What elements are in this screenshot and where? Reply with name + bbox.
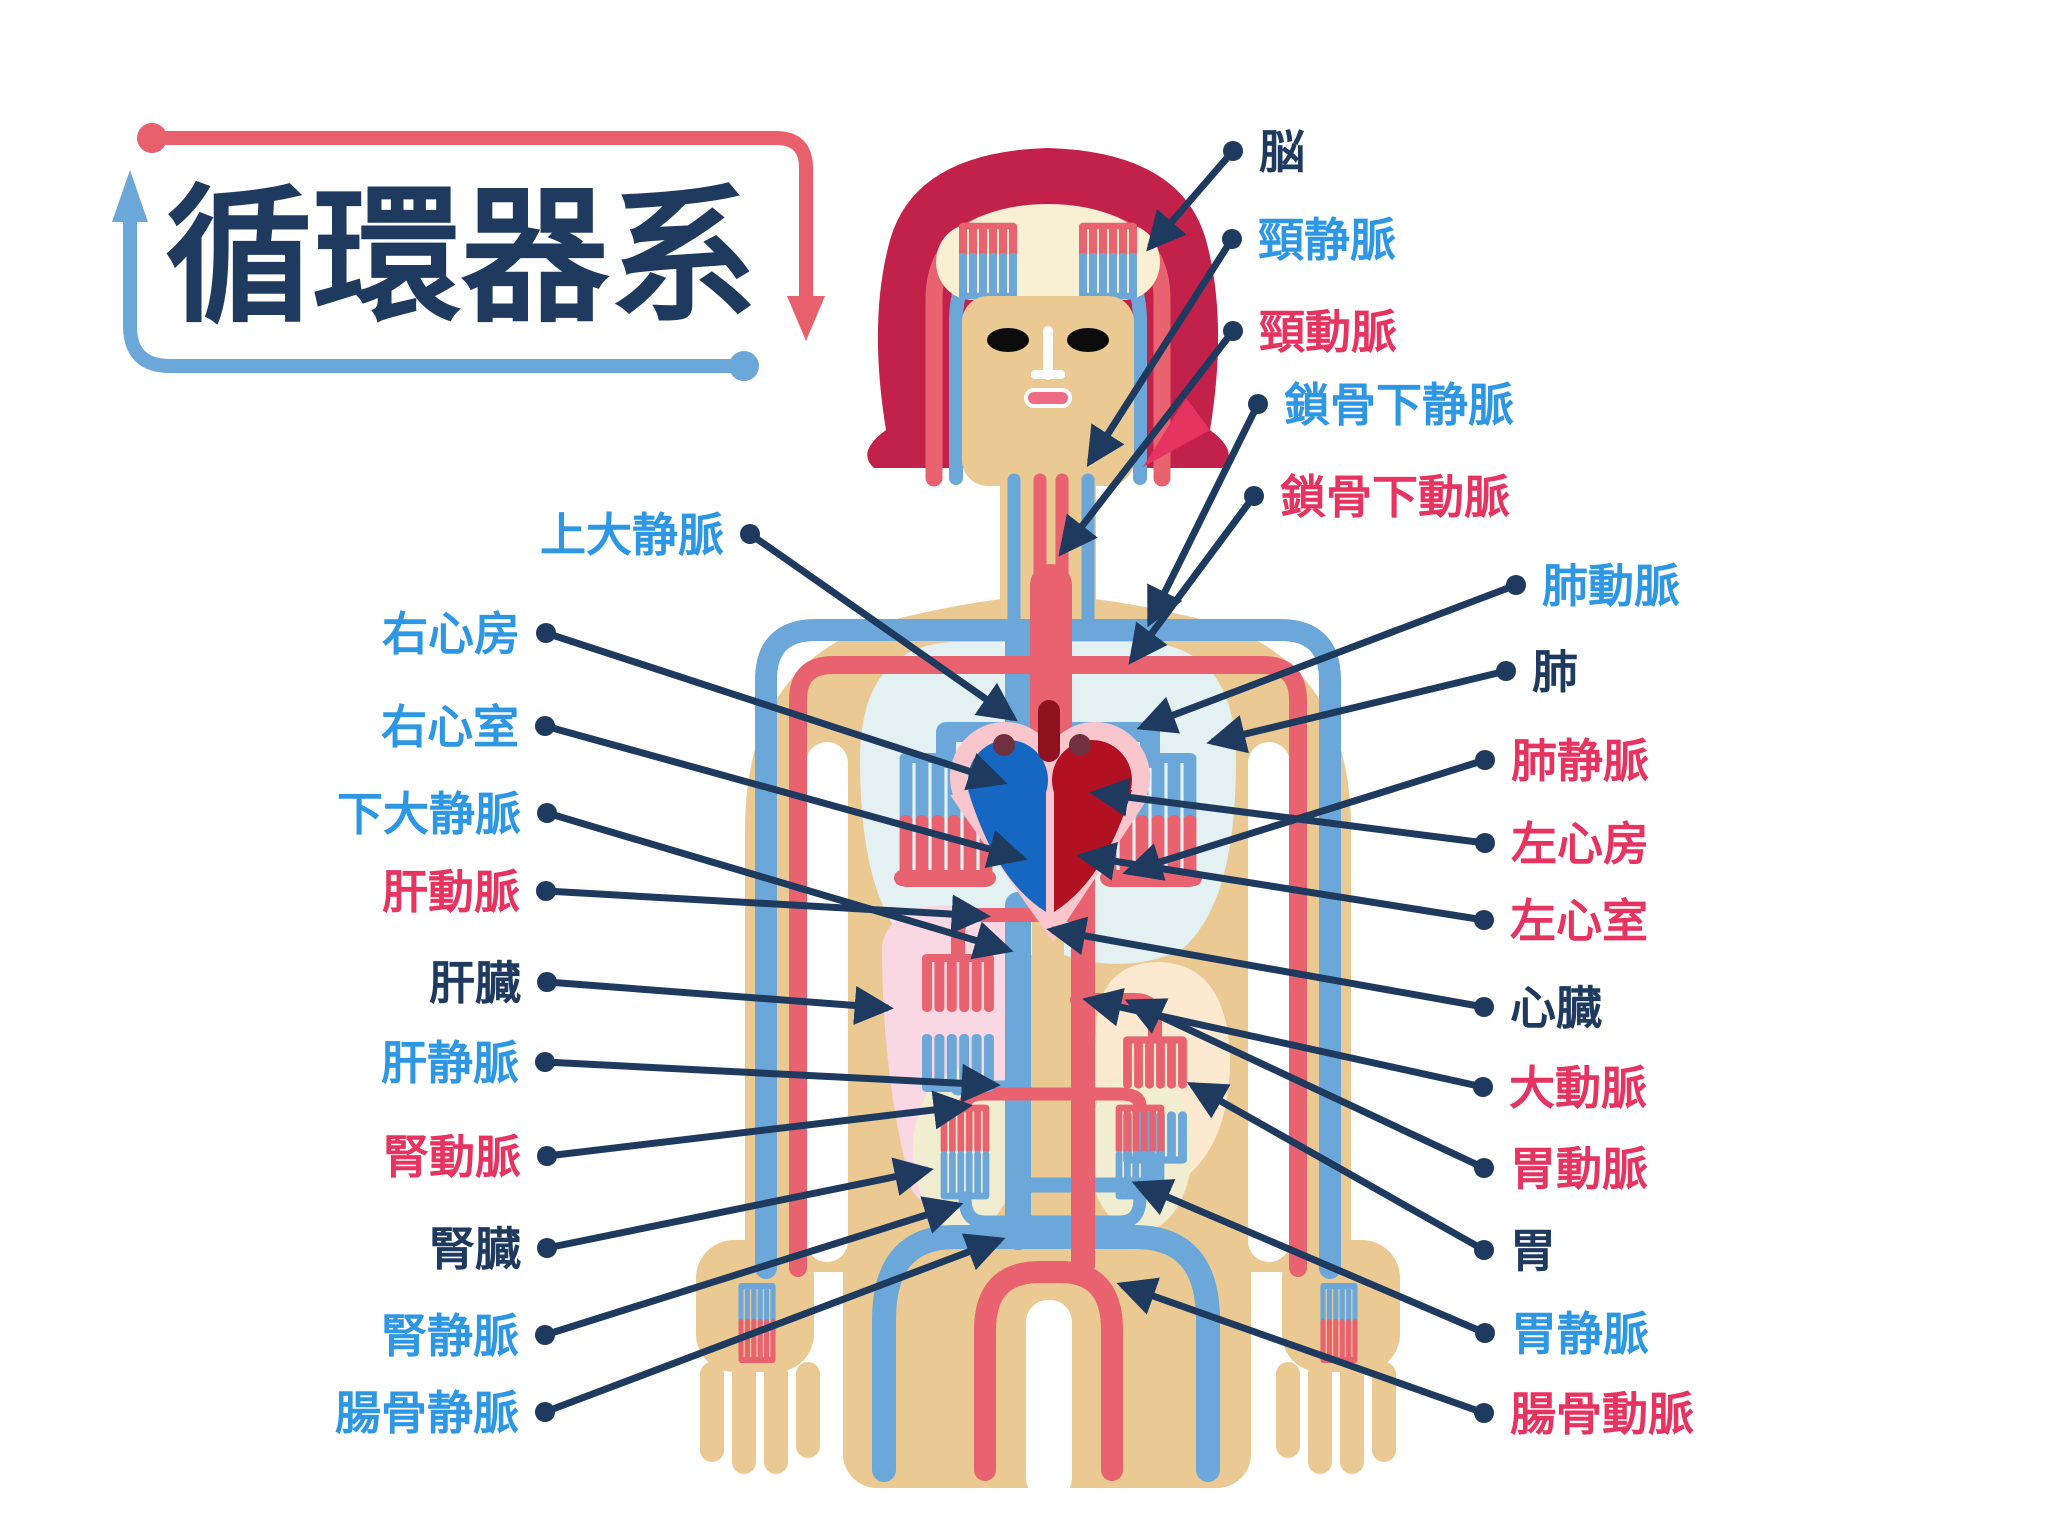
label-kidney: 腎臓 <box>429 1222 521 1276</box>
labels-left: 上大静脈 右心房 右心室 下大静脈 肝動脈 肝臓 肝静脈 腎動脈 腎臓 腎静脈 … <box>335 508 724 1440</box>
page-title: 循環器系 <box>165 171 757 343</box>
leader-subclavian-artery <box>1128 486 1264 665</box>
label-pulmonary-artery: 肺動脈 <box>1542 559 1680 613</box>
label-lung: 肺 <box>1532 645 1578 699</box>
label-subclavian-artery: 鎖骨下動脈 <box>1280 470 1510 524</box>
leader-subclavian-vein <box>1146 394 1268 628</box>
label-gastric-artery: 胃動脈 <box>1510 1142 1648 1196</box>
leader-stomach <box>1186 1081 1494 1260</box>
label-right-ventricle: 右心室 <box>381 700 519 754</box>
label-subclavian-vein: 鎖骨下静脈 <box>1284 378 1514 432</box>
leader-hepatic-vein <box>535 1052 1001 1103</box>
leader-ivc <box>537 803 1014 960</box>
leader-lines-left <box>535 524 1028 1422</box>
title-vein-arrowhead <box>112 170 148 222</box>
leader-right-atrium <box>536 623 1008 791</box>
aorta-stub <box>1038 700 1060 762</box>
leader-left-ventricle <box>1076 841 1494 930</box>
leader-lines-right <box>1046 141 1526 1423</box>
renal-artery-right <box>1076 1087 1147 1113</box>
leader-pulmonary-artery <box>1136 575 1526 734</box>
leader-lung <box>1206 661 1516 754</box>
leader-jugular-vein <box>1086 229 1242 467</box>
label-pulmonary-vein: 肺静脈 <box>1511 734 1649 788</box>
leader-kidney <box>537 1157 934 1258</box>
label-ivc: 下大静脈 <box>337 787 521 841</box>
crotch-gap <box>1026 1300 1072 1500</box>
iliac-arteries <box>974 1261 1123 1481</box>
mouth <box>1024 388 1072 408</box>
leader-renal-artery <box>537 1090 973 1166</box>
label-renal-vein: 腎静脈 <box>381 1309 519 1363</box>
title-artery-dot <box>137 123 167 153</box>
leader-pulmonary-vein <box>1122 750 1495 881</box>
leader-left-atrium <box>1089 777 1495 853</box>
title-artery-arrowhead <box>787 296 825 341</box>
label-iliac-vein: 腸骨静脈 <box>335 1386 519 1440</box>
body-figure <box>696 148 1400 1500</box>
renal-vein-left <box>958 1191 1025 1229</box>
leader-gastric-vein <box>1131 1179 1495 1343</box>
nose-bridge <box>1043 326 1053 380</box>
vena-cava-stub <box>993 734 1015 756</box>
label-left-atrium: 左心房 <box>1511 817 1649 871</box>
leader-heart <box>1046 916 1494 1017</box>
right-eye <box>1067 328 1109 352</box>
leader-gastric-artery <box>1124 998 1494 1178</box>
label-jugular-vein: 頸静脈 <box>1258 213 1396 267</box>
label-hepatic-vein: 肝静脈 <box>381 1036 519 1090</box>
leader-iliac-artery <box>1116 1277 1494 1423</box>
label-stomach: 胃 <box>1510 1224 1556 1278</box>
leader-brain <box>1146 141 1243 252</box>
label-liver: 肝臓 <box>429 956 521 1010</box>
leader-right-ventricle <box>535 716 1028 869</box>
title-vein-dot <box>729 351 759 381</box>
leader-liver <box>537 972 894 1026</box>
label-brain: 脳 <box>1259 125 1305 179</box>
left-eye <box>987 328 1029 352</box>
labels-right: 脳 頸静脈 頸動脈 鎖骨下静脈 鎖骨下動脈 肺動脈 肺 肺静脈 左心房 左心室 … <box>1258 125 1694 1441</box>
label-carotid-artery: 頸動脈 <box>1259 305 1397 359</box>
blood-flow-arrow <box>1143 398 1210 467</box>
label-heart: 心臓 <box>1510 981 1602 1035</box>
label-iliac-artery: 腸骨動脈 <box>1510 1387 1694 1441</box>
leader-iliac-vein <box>535 1233 1006 1422</box>
pulmonary-stub <box>1069 734 1091 756</box>
label-aorta: 大動脈 <box>1509 1061 1647 1115</box>
label-renal-artery: 腎動脈 <box>383 1130 521 1184</box>
title-block: 循環器系 <box>112 123 825 381</box>
leader-carotid-artery <box>1058 321 1243 557</box>
label-left-ventricle: 左心室 <box>1510 894 1648 948</box>
label-svc: 上大静脈 <box>540 508 724 562</box>
label-right-atrium: 右心房 <box>382 607 520 661</box>
title-vein-line <box>123 207 749 373</box>
label-gastric-vein: 胃静脈 <box>1511 1307 1649 1361</box>
leader-renal-vein <box>535 1196 964 1345</box>
label-hepatic-artery: 肝動脈 <box>382 865 520 919</box>
leader-hepatic-artery <box>536 881 991 934</box>
nose-base <box>1031 370 1065 379</box>
leader-svc <box>740 524 1018 722</box>
title-artery-line <box>145 131 813 305</box>
